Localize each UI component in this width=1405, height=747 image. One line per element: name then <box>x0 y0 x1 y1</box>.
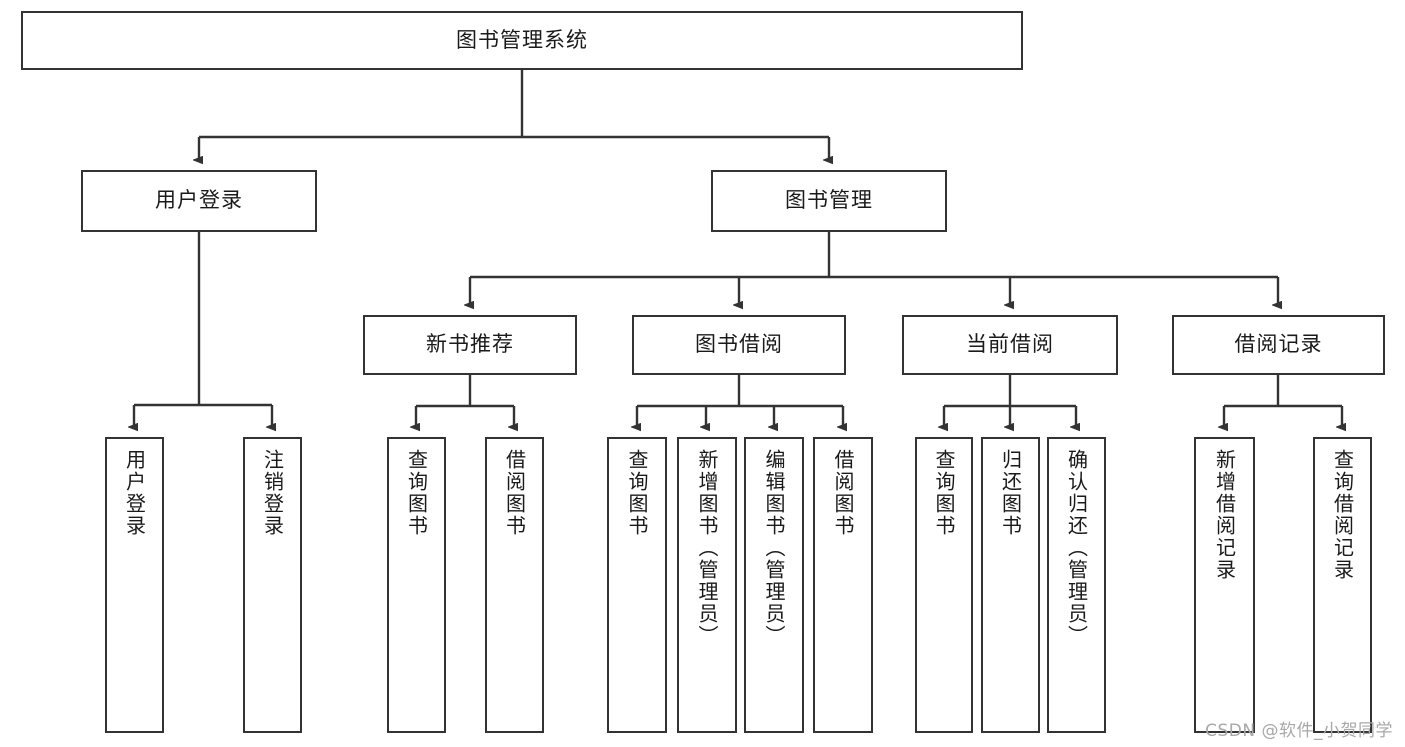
node-new-book-recommend-label: 新书推荐 <box>426 332 514 357</box>
leaf-cb-query-book-label: 查询图书 <box>932 449 956 537</box>
node-new-book-recommend[interactable]: 新书推荐 <box>363 315 577 375</box>
node-root-label: 图书管理系统 <box>456 27 588 52</box>
leaf-bb-edit-book[interactable]: 编辑图书（管理员） <box>744 437 804 733</box>
leaf-nb-borrow-book-label: 借阅图书 <box>502 449 527 537</box>
node-current-borrow[interactable]: 当前借阅 <box>902 315 1118 375</box>
leaf-bb-borrow-book[interactable]: 借阅图书 <box>813 437 873 733</box>
leaf-br-add-record[interactable]: 新增借阅记录 <box>1194 437 1255 733</box>
leaf-bb-add-book[interactable]: 新增图书（管理员） <box>677 437 737 733</box>
leaf-bb-edit-book-label: 编辑图书（管理员） <box>762 449 786 647</box>
leaf-br-query-record[interactable]: 查询借阅记录 <box>1313 437 1372 733</box>
leaf-nb-query-book-label: 查询图书 <box>404 449 429 537</box>
leaf-bb-query-book[interactable]: 查询图书 <box>607 437 667 733</box>
leaf-cb-confirm-return-label: 确认归还（管理员） <box>1064 449 1089 647</box>
leaf-bb-borrow-book-label: 借阅图书 <box>831 449 855 537</box>
leaf-logout-label: 注销登录 <box>260 449 285 537</box>
node-user-login-label: 用户登录 <box>155 188 243 213</box>
node-book-borrow[interactable]: 图书借阅 <box>632 315 846 375</box>
leaf-cb-query-book[interactable]: 查询图书 <box>915 437 973 733</box>
leaf-bb-add-book-label: 新增图书（管理员） <box>695 449 719 647</box>
node-user-login[interactable]: 用户登录 <box>81 170 317 232</box>
node-borrow-record[interactable]: 借阅记录 <box>1172 315 1385 375</box>
leaf-bb-query-book-label: 查询图书 <box>625 449 649 537</box>
leaf-br-add-record-label: 新增借阅记录 <box>1212 449 1237 581</box>
node-root[interactable]: 图书管理系统 <box>21 11 1023 70</box>
node-borrow-record-label: 借阅记录 <box>1234 332 1323 357</box>
leaf-nb-borrow-book[interactable]: 借阅图书 <box>485 437 544 733</box>
leaf-br-query-record-label: 查询借阅记录 <box>1330 449 1355 581</box>
leaf-logout[interactable]: 注销登录 <box>243 437 302 733</box>
watermark-text: CSDN @软件_小贺同学 <box>1205 721 1393 741</box>
leaf-user-login-label: 用户登录 <box>122 449 147 537</box>
leaf-user-login[interactable]: 用户登录 <box>105 437 164 733</box>
leaf-cb-confirm-return[interactable]: 确认归还（管理员） <box>1047 437 1106 733</box>
node-book-borrow-label: 图书借阅 <box>695 332 783 357</box>
leaf-cb-return-book-label: 归还图书 <box>998 449 1023 537</box>
leaf-cb-return-book[interactable]: 归还图书 <box>981 437 1040 733</box>
node-book-manage-label: 图书管理 <box>785 188 873 213</box>
node-book-manage[interactable]: 图书管理 <box>711 170 947 232</box>
leaf-nb-query-book[interactable]: 查询图书 <box>387 437 446 733</box>
node-current-borrow-label: 当前借阅 <box>966 332 1054 357</box>
